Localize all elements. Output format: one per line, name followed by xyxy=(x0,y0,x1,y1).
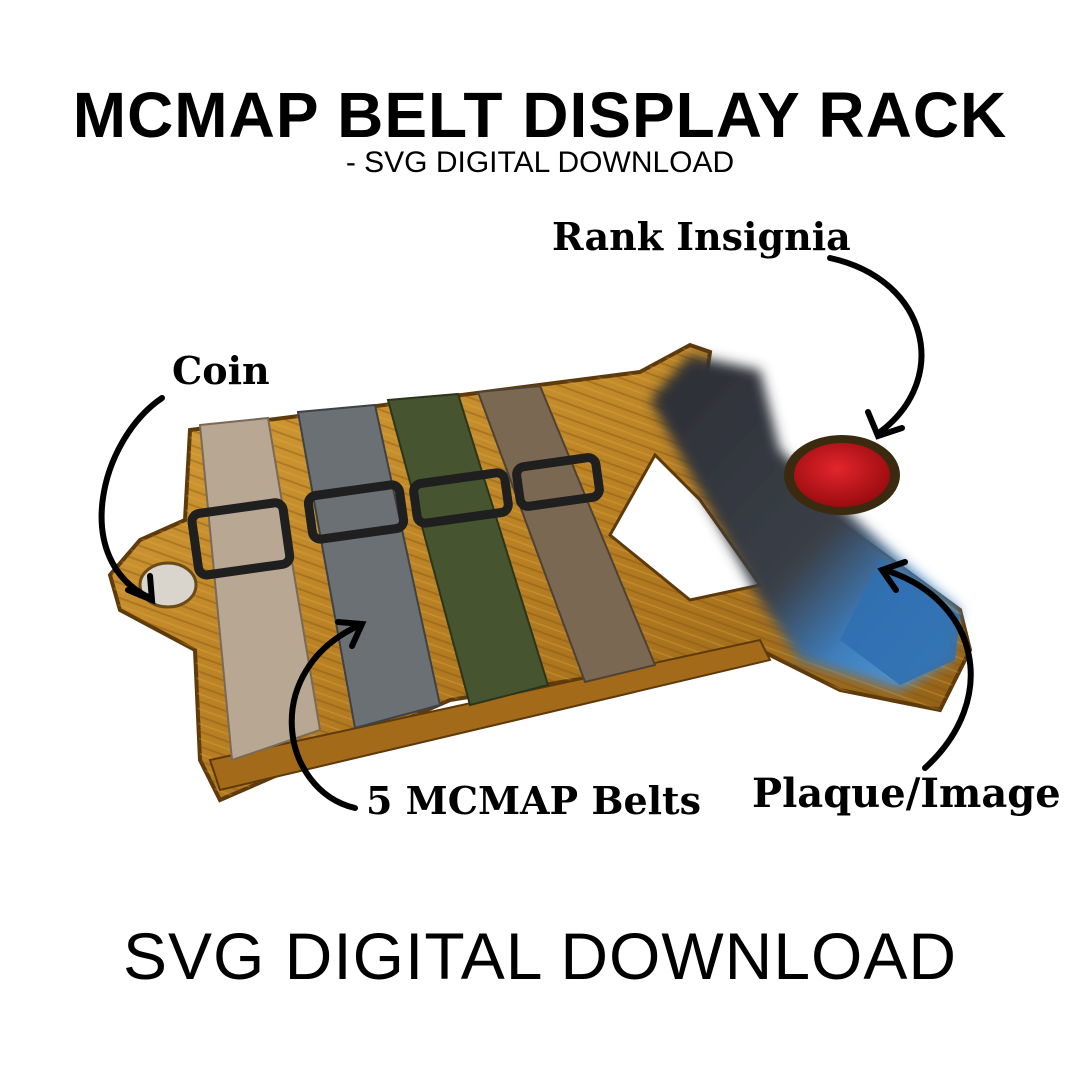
plaque-image-area xyxy=(650,355,960,690)
arrow-coin xyxy=(98,395,165,605)
callout-coin: Coin xyxy=(172,348,270,393)
callout-rank-insignia: Rank Insignia xyxy=(552,214,851,259)
footer-text: SVG DIGITAL DOWNLOAD xyxy=(122,919,958,993)
belt-brown xyxy=(476,384,657,684)
rank-insignia-disc xyxy=(784,435,900,515)
arrow-plaque xyxy=(877,559,974,771)
callout-belts: 5 MCMAP Belts xyxy=(366,778,702,823)
belt-green xyxy=(386,392,550,707)
arrow-belts xyxy=(288,619,367,811)
callout-plaque: Plaque/Image xyxy=(752,770,1061,817)
page-title: MCMAP BELT DISPLAY RACK xyxy=(72,79,1008,151)
page-subtitle: - SVG DIGITAL DOWNLOAD xyxy=(345,146,735,179)
arrow-rank-insignia xyxy=(827,255,925,440)
belt-tan xyxy=(187,416,322,762)
